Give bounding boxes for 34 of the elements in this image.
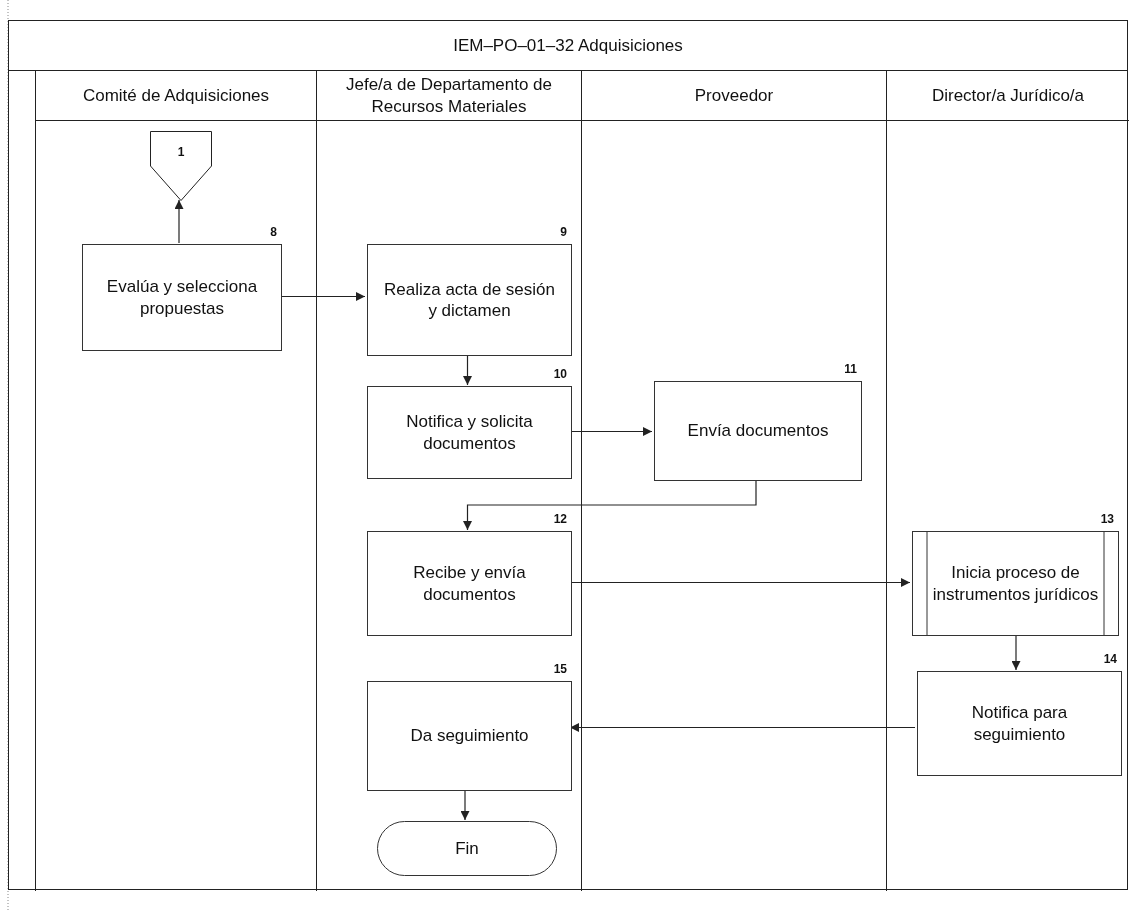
step-number: 14: [1103, 652, 1117, 666]
step-text: Da seguimiento: [409, 725, 530, 748]
swimlane: [35, 71, 316, 891]
step-text: Evalúa y selecciona propuestas: [105, 276, 259, 320]
step-text: Envía documentos: [686, 420, 830, 443]
arrow: [463, 479, 757, 531]
off-page-connector: [150, 131, 212, 201]
step-number: 12: [553, 512, 567, 526]
arrow: [174, 199, 184, 244]
step-text: 1: [176, 143, 186, 161]
step-text: Fin: [454, 837, 480, 860]
lane-header: Director/a Jurídico/a: [887, 71, 1129, 121]
lane-header: Proveedor: [582, 71, 886, 121]
swimlane: [316, 71, 581, 891]
step-number: 15: [553, 662, 567, 676]
step-text: Notifica para seguimiento: [970, 702, 1069, 746]
step-number: 13: [1100, 512, 1114, 526]
arrow: [463, 354, 472, 386]
lane-header: Comité de Adquisiciones: [36, 71, 316, 121]
step-number: 8: [270, 225, 277, 239]
step-text: Inicia proceso de instrumentos jurídicos: [931, 562, 1100, 606]
step-text: Recibe y envía documentos: [412, 562, 527, 606]
step-number: 11: [844, 362, 857, 376]
step-text: Realiza acta de sesión y dictamen: [382, 278, 556, 322]
swimlane: [886, 71, 1129, 891]
pool-title: IEM–PO–01–32 Adquisiciones: [9, 21, 1127, 71]
step-text: Notifica y solicita documentos: [405, 411, 534, 455]
lane-header: Jefe/a de Departamento de Recursos Materiales: [317, 71, 581, 121]
arrow: [460, 789, 470, 821]
swimlane-pool: [8, 20, 1128, 890]
arrow: [1011, 634, 1021, 671]
swimlane: [581, 71, 886, 891]
step-number: 10: [553, 367, 567, 381]
step-number: 9: [560, 225, 567, 239]
